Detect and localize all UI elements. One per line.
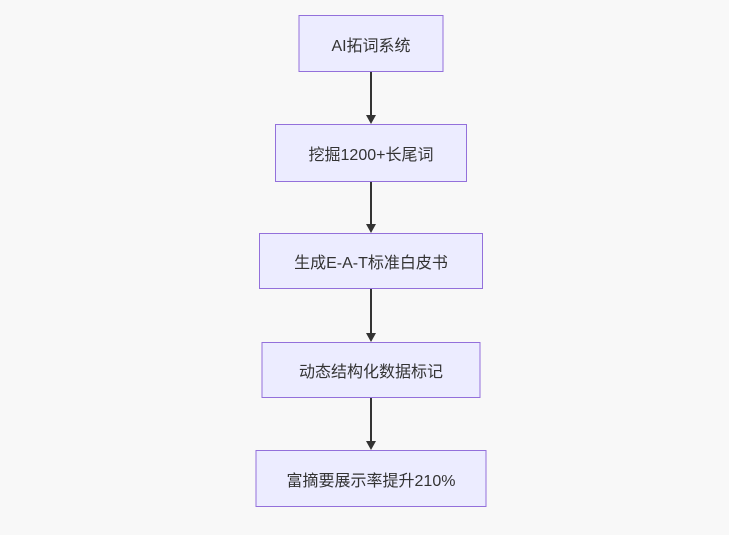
arrowhead-down-icon — [366, 115, 376, 124]
flowchart-node-structured-data: 动态结构化数据标记 — [261, 342, 481, 398]
flowchart-edge-2 — [366, 182, 376, 233]
node-label: 挖掘1200+长尾词 — [308, 147, 434, 164]
flowchart-node-eat-whitepaper: 生成E-A-T标准白皮书 — [259, 233, 483, 289]
edge-line — [370, 398, 372, 441]
node-label: 动态结构化数据标记 — [298, 364, 443, 381]
arrowhead-down-icon — [366, 224, 376, 233]
edge-line — [370, 182, 372, 224]
node-label: 生成E-A-T标准白皮书 — [294, 255, 448, 272]
edge-line — [370, 72, 372, 115]
edge-line — [370, 289, 372, 333]
flowchart-edge-3 — [366, 289, 376, 342]
arrowhead-down-icon — [366, 441, 376, 450]
flowchart-node-longtail-mining: 挖掘1200+长尾词 — [275, 124, 467, 182]
flowchart-node-rich-snippet-result: 富摘要展示率提升210% — [255, 450, 487, 507]
flowchart-edge-4 — [366, 398, 376, 450]
flowchart-node-ai-expansion: AI拓词系统 — [298, 15, 444, 72]
flowchart-edge-1 — [366, 72, 376, 124]
arrowhead-down-icon — [366, 333, 376, 342]
node-label: 富摘要展示率提升210% — [286, 472, 456, 490]
node-label: AI拓词系统 — [331, 37, 411, 55]
